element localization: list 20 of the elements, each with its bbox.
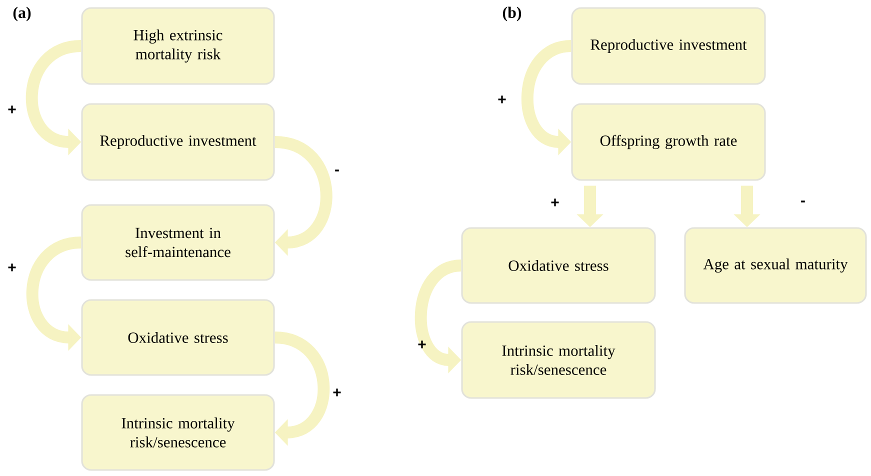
process-box: Intrinsic mortality risk/senescence (461, 321, 656, 399)
panel-label: (b) (502, 6, 522, 22)
edge-label: + (551, 198, 559, 206)
edge-label: + (498, 96, 506, 104)
edge-label: + (333, 388, 341, 396)
process-box: High extrinsic mortality risk (81, 7, 275, 85)
process-box: Oxidative stress (461, 227, 656, 304)
edge-label: - (335, 170, 339, 172)
edge-label: + (8, 106, 16, 114)
process-box: Age at sexual maturity (684, 227, 867, 304)
panel-label: (a) (13, 6, 31, 22)
process-box: Investment in self-maintenance (81, 204, 275, 281)
edge-label: + (418, 340, 426, 348)
process-box: Reproductive investment (81, 103, 275, 181)
process-box: Reproductive investment (571, 7, 766, 85)
process-box: Oxidative stress (81, 299, 275, 376)
edge-label: - (801, 200, 805, 202)
edge-label: + (8, 264, 16, 272)
process-box: Offspring growth rate (571, 103, 766, 181)
process-box: Intrinsic mortality risk/senescence (81, 394, 275, 471)
